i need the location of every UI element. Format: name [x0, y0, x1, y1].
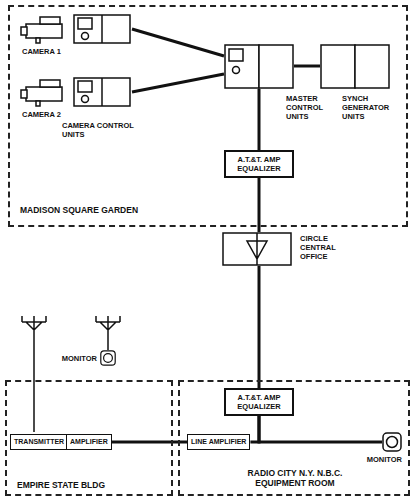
antenna-symbol — [96, 316, 120, 350]
camera-drawing — [20, 14, 132, 44]
monitor: MONITOR — [100, 350, 116, 366]
node-label: CAMERA CONTROL UNITS — [62, 121, 134, 139]
node-label: MADISON SQUARE GARDEN — [20, 205, 240, 215]
monitor-drawing — [100, 350, 116, 366]
node-label: SYNCH GENERATOR UNITS — [342, 94, 404, 121]
signal-line — [294, 65, 320, 68]
camera-drawing — [20, 77, 132, 107]
line-amplifier-box: LINE AMPLIFIER — [187, 434, 250, 450]
amp-equalizer: A.T.&T. AMP EQUALIZER — [224, 150, 294, 178]
node-label: EMPIRE STATE BLDG — [17, 480, 167, 490]
node-label: CAMERA 2 — [22, 110, 67, 119]
node-label: MONITOR — [362, 455, 402, 464]
central-office-drawing — [222, 232, 292, 266]
master-control-units: MASTER CONTROL UNITS — [224, 44, 294, 89]
signal-line — [132, 74, 224, 92]
signal-line — [258, 178, 261, 232]
node-label: MONITOR — [60, 354, 97, 363]
node-label: CIRCLE CENTRAL OFFICE — [300, 234, 355, 261]
node-label: LINE AMPLIFIER — [191, 438, 246, 446]
node-label: AMPLIFIER — [70, 438, 108, 446]
site-region: RADIO CITY N.Y. N.B.C. EQUIPMENT ROOM A.T… — [178, 380, 410, 496]
node-label: A.T.&T. AMP EQUALIZER — [228, 155, 290, 173]
signal-line — [112, 441, 187, 444]
camera-unit: CAMERA 2CAMERA CONTROL UNITS — [20, 77, 132, 107]
master-control-drawing — [224, 44, 294, 89]
node-label: CAMERA 1 — [22, 47, 72, 56]
signal-line — [259, 416, 382, 442]
monitor-drawing — [382, 432, 402, 452]
amp-equalizer: A.T.&T. AMP EQUALIZER — [224, 388, 294, 416]
camera-unit: CAMERA 1 — [20, 14, 132, 44]
synch-generator-units: SYNCH GENERATOR UNITS — [320, 44, 390, 89]
synch-generator-drawing — [320, 44, 390, 89]
node-label: TRANSMITTER — [14, 438, 64, 446]
site-region: MADISON SQUARE GARDENCAMERA 1CAMERA 2CAM… — [8, 5, 408, 227]
transmitter-box: TRANSMITTER — [10, 434, 68, 450]
antenna-symbol — [22, 316, 46, 432]
signal-line — [258, 266, 261, 388]
amplifier-box: AMPLIFIER — [66, 434, 112, 450]
monitor: MONITOR — [382, 432, 402, 452]
node-label: MASTER CONTROL UNITS — [286, 94, 338, 121]
site-region: EMPIRE STATE BLDG TRANSMITTER AMPLIFIER — [5, 380, 173, 496]
signal-line — [132, 29, 224, 56]
signal-line — [258, 89, 261, 150]
central-office: CIRCLE CENTRAL OFFICE — [222, 232, 292, 266]
node-label: RADIO CITY N.Y. N.B.C. EQUIPMENT ROOM — [230, 468, 360, 488]
node-label: A.T.&T. AMP EQUALIZER — [228, 393, 290, 411]
